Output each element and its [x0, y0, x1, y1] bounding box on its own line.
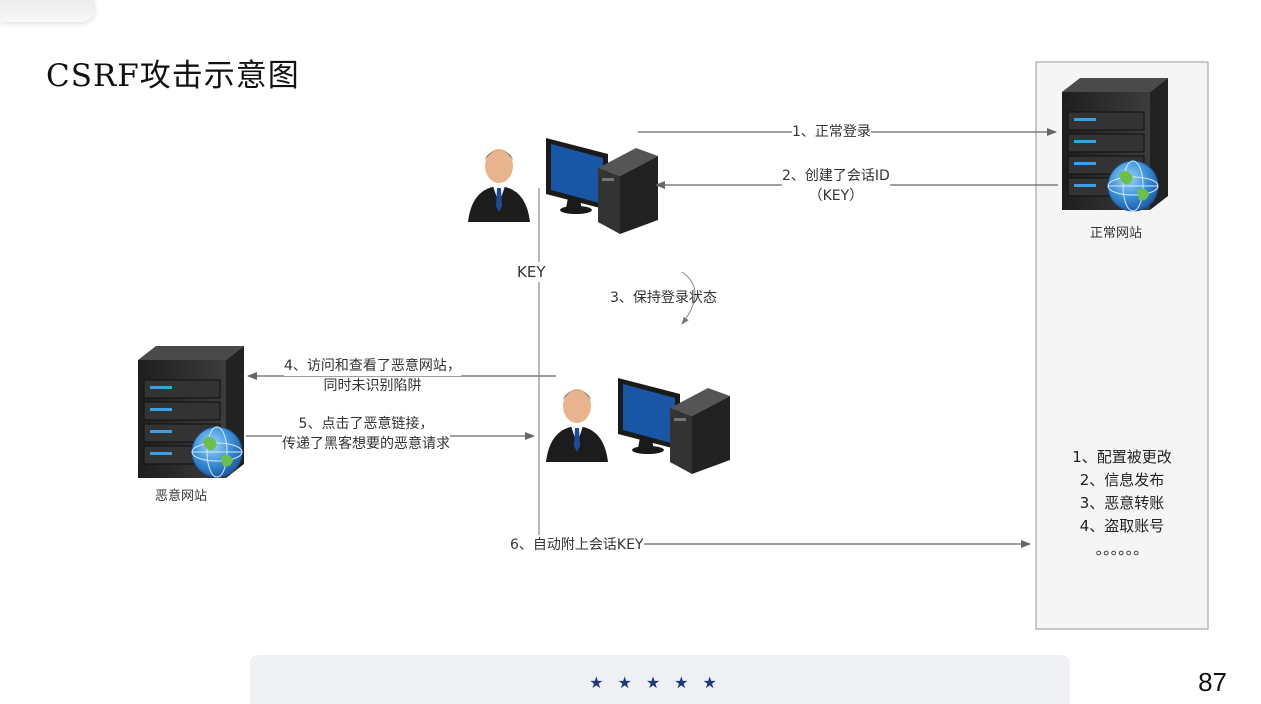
arrow-step-3 — [681, 271, 696, 325]
effect-item: 2、信息发布 — [1079, 471, 1165, 489]
step-5-label: 5、点击了恶意链接， 传递了黑客想要的恶意请求 — [282, 414, 450, 454]
page-number: 87 — [1198, 667, 1227, 697]
step-5-line-2: 传递了黑客想要的恶意请求 — [282, 434, 450, 454]
user-icon — [468, 149, 530, 222]
page-title: CSRF攻击示意图 — [46, 58, 300, 94]
key-label: KEY — [517, 262, 546, 282]
step-5-line-1: 5、点击了恶意链接， — [298, 416, 434, 432]
step-4-line-1: 4、访问和查看了恶意网站， — [284, 356, 461, 376]
normal-site-label: 正常网站 — [1090, 226, 1143, 241]
attack-effects-list: 1、配置被更改 2、信息发布 3、恶意转账 4、盗取账号 。。。。。。 — [1036, 446, 1208, 561]
effect-item: 4、盗取账号 — [1079, 517, 1165, 535]
malicious-site-label: 恶意网站 — [155, 489, 208, 504]
step-1-label: 1、正常登录 — [792, 122, 871, 142]
desktop-computer-icon — [546, 138, 658, 234]
step-6-label: 6、自动附上会话KEY — [510, 535, 644, 555]
effect-item: 1、配置被更改 — [1072, 448, 1172, 466]
step-4-line-2: 同时未识别陷阱 — [323, 378, 422, 394]
globe-icon — [191, 426, 243, 478]
step-2-line-2: （KEY） — [808, 188, 864, 204]
step-3-label: 3、保持登录状态 — [610, 290, 717, 306]
corner-tab — [0, 0, 95, 22]
effect-item: 3、恶意转账 — [1079, 494, 1165, 512]
step-2-label: 2、创建了会话ID （KEY） — [782, 166, 890, 206]
step-2-line-1: 2、创建了会话ID — [782, 166, 890, 186]
footer-bar: ★★★★★ — [250, 655, 1070, 704]
step-4-label: 4、访问和查看了恶意网站， 同时未识别陷阱 — [284, 356, 461, 396]
globe-icon — [1107, 160, 1159, 212]
user-icon — [546, 389, 608, 462]
footer-stars: ★★★★★ — [589, 673, 731, 692]
effect-item: 。。。。。。 — [1095, 540, 1149, 558]
server-icon — [138, 346, 244, 478]
desktop-computer-icon — [618, 378, 730, 474]
